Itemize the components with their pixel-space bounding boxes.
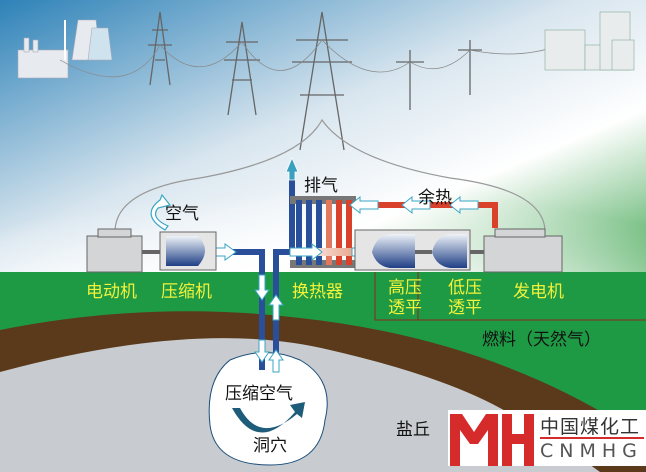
label-compressor: 压缩机 — [161, 282, 212, 302]
label-motor: 电动机 — [86, 282, 137, 302]
label-hp-turbine-2: 透平 — [388, 298, 422, 318]
label-air: 空气 — [165, 204, 199, 224]
heat-exchanger — [290, 196, 356, 268]
logo-cn-text: 中国煤化工 — [540, 416, 641, 438]
label-compressed-air: 压缩空气 — [225, 384, 293, 404]
label-heat-exchanger: 换热器 — [292, 282, 343, 302]
mh-logo-icon — [450, 414, 534, 466]
shaft — [470, 250, 485, 254]
label-lp-turbine-2: 透平 — [448, 298, 482, 318]
fuel-lines — [374, 272, 646, 321]
transmission-towers-icon — [59, 11, 561, 151]
shaft — [142, 250, 162, 254]
exhaust-arrow-icon — [285, 156, 299, 181]
compressor — [159, 231, 217, 271]
label-cavern: 洞穴 — [253, 436, 287, 456]
cavern — [208, 352, 328, 466]
label-fuel: 燃料（天然气） — [482, 330, 601, 350]
cnmhg-logo: 中国煤化工 CNMHG — [448, 410, 646, 466]
city-buildings-icon — [544, 11, 635, 71]
circulation-arrow-icon — [232, 402, 305, 433]
label-exhaust: 排气 — [304, 176, 338, 196]
label-lp-turbine-1: 低压 — [448, 278, 482, 298]
logo-divider — [540, 437, 644, 439]
generator — [483, 228, 563, 273]
power-plant-icon — [17, 19, 113, 79]
label-hp-turbine-1: 高压 — [388, 278, 422, 298]
power-wire — [114, 118, 546, 233]
label-salt-dome: 盐丘 — [396, 420, 430, 440]
label-generator: 发电机 — [513, 282, 564, 302]
turbines — [354, 229, 471, 271]
air-intake-arrow-icon — [150, 193, 172, 231]
logo-en-text: CNMHG — [540, 440, 643, 462]
label-waste-heat: 余热 — [418, 188, 452, 208]
